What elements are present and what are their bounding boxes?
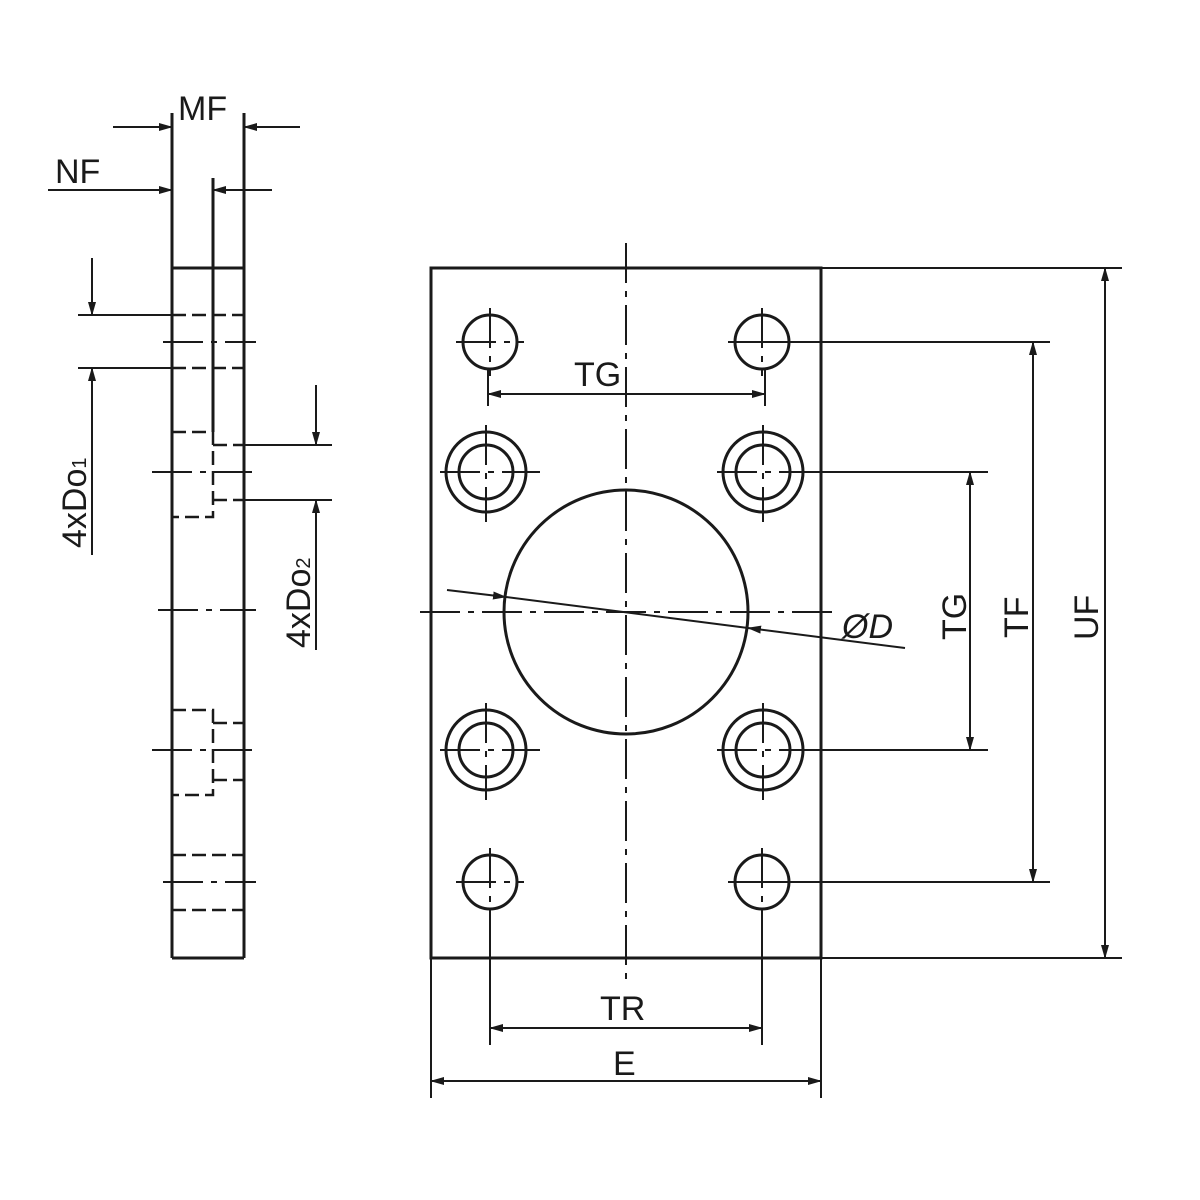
hidden-hole-line [172,853,244,912]
mf-label: MF [178,90,227,128]
hole-counterbored-upper-right [717,425,817,522]
od-leader [505,596,749,629]
do2-label: 4xDo2 [280,558,318,649]
tr-label: TR [600,990,645,1028]
hidden-hole-line [213,443,244,502]
side-view: MF NF 4xDo1 4xDo2 [48,90,332,960]
e-label: E [613,1045,636,1083]
tf-label: TF [998,596,1036,638]
tg-horizontal-label: TG [574,356,621,394]
od-label: ØD [841,608,893,646]
od-arrow-right [747,625,906,649]
hidden-counterbore [172,708,215,797]
hole-small-bottom-left [456,848,524,916]
tg-vertical-label: TG [936,593,974,640]
nf-label: NF [55,153,100,191]
uf-label: UF [1068,595,1106,640]
hole-counterbored-lower-right [717,703,817,800]
front-view: ØD TG TG TF UF TR E [420,243,1122,1098]
od-arrow-left [446,589,507,600]
do1-label: 4xDo1 [56,458,94,549]
hidden-hole-line [213,721,244,782]
extension-lines-right [765,267,1122,959]
hole-counterbored-upper-left [440,425,540,522]
hole-counterbored-lower-left [440,703,540,800]
hole-small-top-left [456,308,524,376]
center-bore [502,488,750,736]
hidden-counterbore [172,430,215,519]
